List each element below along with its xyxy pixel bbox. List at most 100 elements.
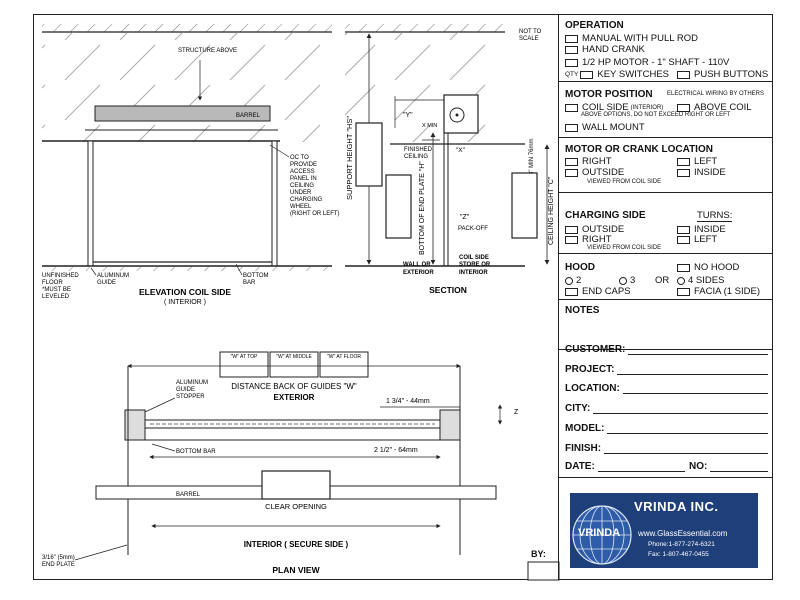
hood-three-option[interactable]: 3 <box>619 275 635 286</box>
notes-title: NOTES <box>565 305 600 316</box>
checkbox-icon[interactable] <box>677 157 690 166</box>
customer-field[interactable]: CUSTOMER: <box>565 344 768 355</box>
w-top-label: "W" AT TOP <box>231 354 258 360</box>
city-field[interactable]: CITY: <box>565 403 768 414</box>
logo-divider <box>559 477 773 478</box>
dim-44-label: 1 3/4" - 44mm <box>386 398 430 405</box>
project-field[interactable]: PROJECT: <box>565 364 768 375</box>
coil-side-option[interactable]: COIL SIDE(INTERIOR) <box>565 102 663 113</box>
exterior-section-label: EXTERIOR <box>403 270 434 276</box>
checkbox-icon[interactable] <box>677 287 690 296</box>
project-input[interactable] <box>617 364 768 375</box>
structure-diagonals <box>42 32 332 142</box>
customer-input[interactable] <box>628 344 768 355</box>
charging-title: CHARGING SIDE <box>565 210 646 221</box>
checkbox-icon[interactable] <box>677 103 690 112</box>
aluminum-guide-label: ALUMINUM GUIDE <box>97 273 131 286</box>
left-guide <box>87 140 94 267</box>
plan-exterior-label: EXTERIOR <box>274 393 315 402</box>
no-hood-option[interactable]: NO HOOD <box>677 262 739 273</box>
operation-title: OPERATION <box>565 20 624 31</box>
phone-text: Phone:1-877-274-6321 <box>648 541 715 548</box>
checkbox-icon[interactable] <box>677 235 690 244</box>
finish-input[interactable] <box>604 443 768 454</box>
model-field[interactable]: MODEL: <box>565 423 768 434</box>
checkbox-icon[interactable] <box>565 34 578 43</box>
plan-barrel-label: BARREL <box>176 492 201 498</box>
hood-four-sides-option[interactable]: 4 SIDES <box>677 275 724 286</box>
logo-mark: VRINDA <box>578 527 621 539</box>
finish-field[interactable]: FINISH: <box>565 443 768 454</box>
wall-or-label: WALL OR <box>403 262 431 268</box>
charging-section: CHARGING SIDE TURNS: OUTSIDE INSIDE RIGH… <box>559 193 773 254</box>
charging-right-option[interactable]: RIGHT <box>565 234 612 245</box>
end-caps-option[interactable]: END CAPS <box>565 286 631 297</box>
operation-section: OPERATION MANUAL WITH PULL ROD HAND CRAN… <box>559 14 773 82</box>
z-label: "Z" <box>460 214 470 221</box>
charging-outside-option[interactable]: OUTSIDE <box>565 224 624 235</box>
no-field[interactable]: NO: <box>689 461 768 472</box>
bottom-bar-label: BOTTOM BAR <box>243 273 270 286</box>
location-field[interactable]: LOCATION: <box>565 383 768 394</box>
hood-two-option[interactable]: 2 <box>565 275 581 286</box>
guide-stopper-label: ALUMINUM GUIDE STOPPER <box>176 380 210 400</box>
facia-option[interactable]: FACIA (1 SIDE) <box>677 286 760 297</box>
push-button-option[interactable]: PUSH BUTTONS <box>677 69 768 80</box>
date-field[interactable]: DATE: <box>565 461 685 472</box>
motor-crank-section: MOTOR OR CRANK LOCATION RIGHT LEFT OUTSI… <box>559 138 773 193</box>
no-input[interactable] <box>710 461 768 472</box>
wall-mount-option[interactable]: WALL MOUNT <box>565 122 645 133</box>
notes-section: NOTES <box>559 300 773 350</box>
date-input[interactable] <box>597 461 685 472</box>
checkbox-icon[interactable] <box>677 168 690 177</box>
checkbox-icon[interactable] <box>565 168 578 177</box>
checkbox-icon[interactable] <box>565 157 578 166</box>
motor-option[interactable]: 1/2 HP MOTOR - 1" SHAFT - 110V <box>565 57 729 68</box>
checkbox-icon[interactable] <box>677 225 690 234</box>
checkbox-icon[interactable] <box>565 123 578 132</box>
drawing-sheet-border <box>33 14 773 580</box>
model-input[interactable] <box>607 423 768 434</box>
checkbox-icon[interactable] <box>565 58 578 67</box>
checkbox-icon[interactable] <box>565 225 578 234</box>
motor-crank-title: MOTOR OR CRANK LOCATION <box>565 144 713 155</box>
elevation-title: ELEVATION COIL SIDE <box>139 287 231 297</box>
above-options-note: ABOVE OPTIONS, DO NOT EXCEED RIGHT OR LE… <box>581 112 731 118</box>
radio-icon[interactable] <box>565 276 573 285</box>
access-note: OC TO PROVIDE ACCESS PANEL IN CEILING UN… <box>290 155 340 217</box>
crank-outside-option[interactable]: OUTSIDE <box>565 167 624 178</box>
interior-secure-label: INTERIOR ( SECURE SIDE ) <box>244 540 349 549</box>
motor-box <box>355 122 383 187</box>
distance-back-label: DISTANCE BACK OF GUIDES "W" <box>231 382 357 391</box>
above-coil-option[interactable]: ABOVE COIL <box>677 102 752 113</box>
checkbox-icon[interactable] <box>565 45 578 54</box>
checkbox-icon[interactable] <box>580 70 594 79</box>
charging-inside-option[interactable]: INSIDE <box>677 224 726 235</box>
crank-inside-option[interactable]: INSIDE <box>677 167 726 178</box>
checkbox-icon[interactable] <box>565 235 578 244</box>
radio-icon[interactable] <box>619 276 627 285</box>
location-input[interactable] <box>622 383 768 394</box>
hand-crank-option[interactable]: HAND CRANK <box>565 44 645 55</box>
crank-left-option[interactable]: LEFT <box>677 156 717 167</box>
not-to-scale-label: NOT TO SCALE <box>519 29 543 42</box>
city-input[interactable] <box>593 403 768 414</box>
motor-position-section: MOTOR POSITION ELECTRICAL WIRING BY OTHE… <box>559 82 773 138</box>
charging-left-option[interactable]: LEFT <box>677 234 717 245</box>
hood-title: HOOD <box>565 262 595 273</box>
checkbox-icon[interactable] <box>565 103 578 112</box>
checkbox-icon[interactable] <box>565 287 578 296</box>
crank-right-option[interactable]: RIGHT <box>565 156 612 167</box>
radio-icon[interactable] <box>677 276 685 285</box>
support-height-label: SUPPORT HEIGHT "HS" <box>345 116 354 200</box>
pack-off-label: PACK-OFF <box>458 226 488 232</box>
right-guide <box>271 140 278 267</box>
checkbox-icon[interactable] <box>677 70 690 79</box>
manual-option[interactable]: MANUAL WITH PULL ROD <box>565 33 698 44</box>
coil-box <box>443 94 479 134</box>
checkbox-icon[interactable] <box>677 263 690 272</box>
company-name: VRINDA INC. <box>634 499 719 514</box>
hood-section: HOOD NO HOOD 2 3 OR 4 SIDES END CAPS FAC… <box>559 254 773 300</box>
barrel-shape <box>94 105 271 122</box>
